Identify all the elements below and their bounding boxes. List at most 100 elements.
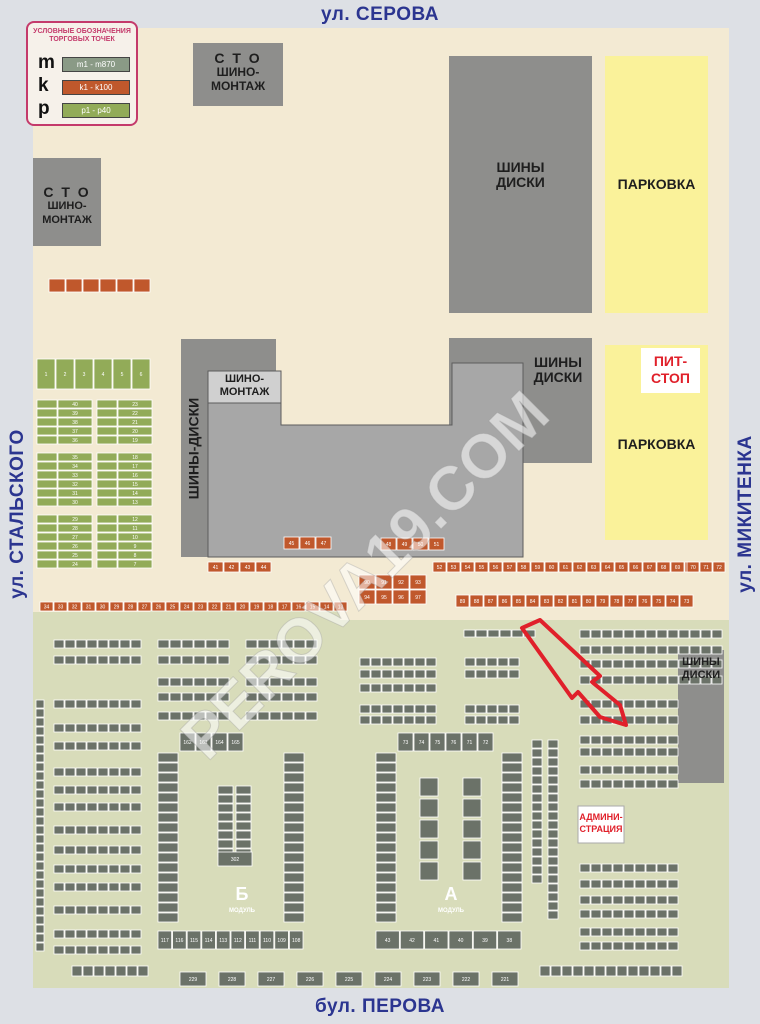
stall <box>425 657 437 667</box>
kiosk-number: 53 <box>451 565 457 571</box>
kiosk-number: 13 <box>338 605 344 611</box>
stall <box>645 909 657 919</box>
module-stall <box>413 732 430 752</box>
stall <box>86 945 98 955</box>
shinomontazh-center <box>207 370 282 404</box>
stall <box>53 723 65 733</box>
stall <box>711 675 723 685</box>
module-stall <box>259 930 275 950</box>
kiosk-number: 57 <box>507 565 513 571</box>
stall <box>579 927 591 937</box>
stall <box>269 692 282 702</box>
stall <box>623 765 635 775</box>
pavilion <box>36 523 58 533</box>
stall <box>601 675 613 685</box>
stall <box>130 802 142 812</box>
stall <box>119 882 131 892</box>
stall <box>601 629 613 639</box>
stall <box>130 767 142 777</box>
module-stall <box>501 892 523 903</box>
stall <box>667 879 679 889</box>
module-stall-number: 117 <box>161 938 169 944</box>
kiosk <box>600 561 615 573</box>
module-stall <box>397 732 414 752</box>
pavilion <box>117 435 153 445</box>
pavilion-number: 33 <box>72 473 78 479</box>
stall <box>35 708 45 718</box>
module-stall <box>375 762 397 773</box>
stall <box>656 629 668 639</box>
stall <box>64 741 76 751</box>
stall <box>64 905 76 915</box>
parking-top-label: ПАРКОВКА <box>617 176 696 192</box>
stall <box>590 765 602 775</box>
stall <box>667 735 679 745</box>
tires-mid-label: ШИНЫ ДИСКИ <box>522 355 594 385</box>
stall <box>634 659 646 669</box>
pavilion <box>93 358 113 390</box>
kiosk <box>291 601 306 612</box>
stall <box>678 659 690 669</box>
legend-letter: p <box>38 98 50 119</box>
stall <box>97 945 109 955</box>
stall <box>414 715 426 725</box>
pavilion-number: 1 <box>45 372 48 378</box>
stall <box>590 927 602 937</box>
stall <box>645 863 657 873</box>
stall <box>119 723 131 733</box>
kiosk <box>255 561 272 573</box>
stall <box>634 645 646 655</box>
pavilion-number: 13 <box>132 500 138 506</box>
kiosk <box>712 561 726 573</box>
stall <box>35 843 45 853</box>
pavilion-number: 10 <box>132 535 138 541</box>
stall <box>497 704 509 714</box>
stall <box>86 802 98 812</box>
stall <box>370 657 382 667</box>
kiosk-number: 86 <box>502 599 508 605</box>
stall <box>667 629 679 639</box>
stall <box>193 655 206 665</box>
pavilion <box>36 426 58 436</box>
module-stall <box>375 892 397 903</box>
module-stall <box>501 812 523 823</box>
kiosk-number: 16 <box>296 605 302 611</box>
pavilion-number: 34 <box>72 464 78 470</box>
kiosk-number: 47 <box>321 541 327 547</box>
stall <box>35 744 45 754</box>
stall <box>531 739 543 749</box>
kiosk <box>460 561 475 573</box>
pavilion <box>57 532 93 542</box>
module-stall <box>283 832 305 843</box>
kiosk-number: 64 <box>605 565 611 571</box>
stall <box>75 785 87 795</box>
pavilion <box>96 488 118 498</box>
stall <box>531 802 543 812</box>
kiosk <box>665 594 680 608</box>
pavilion <box>96 452 118 462</box>
pavilion <box>36 408 58 418</box>
stall <box>656 659 668 669</box>
south-stall-number: 226 <box>306 977 315 983</box>
stall <box>634 909 646 919</box>
kiosk <box>392 589 410 605</box>
stall <box>656 895 668 905</box>
stall <box>75 802 87 812</box>
kiosk <box>315 536 332 550</box>
module-stall <box>235 803 252 813</box>
module-stall <box>201 930 216 950</box>
module-stall <box>157 802 179 813</box>
stall <box>612 765 624 775</box>
stall <box>667 645 679 655</box>
stall <box>281 692 294 702</box>
stall <box>82 965 94 977</box>
stall <box>35 852 45 862</box>
module-stall <box>157 892 179 903</box>
stall <box>414 669 426 679</box>
stall <box>547 811 559 821</box>
pavilion-number: 3 <box>83 372 86 378</box>
pavilion <box>117 408 153 418</box>
pavilion-number: 26 <box>72 544 78 550</box>
stall <box>579 895 591 905</box>
